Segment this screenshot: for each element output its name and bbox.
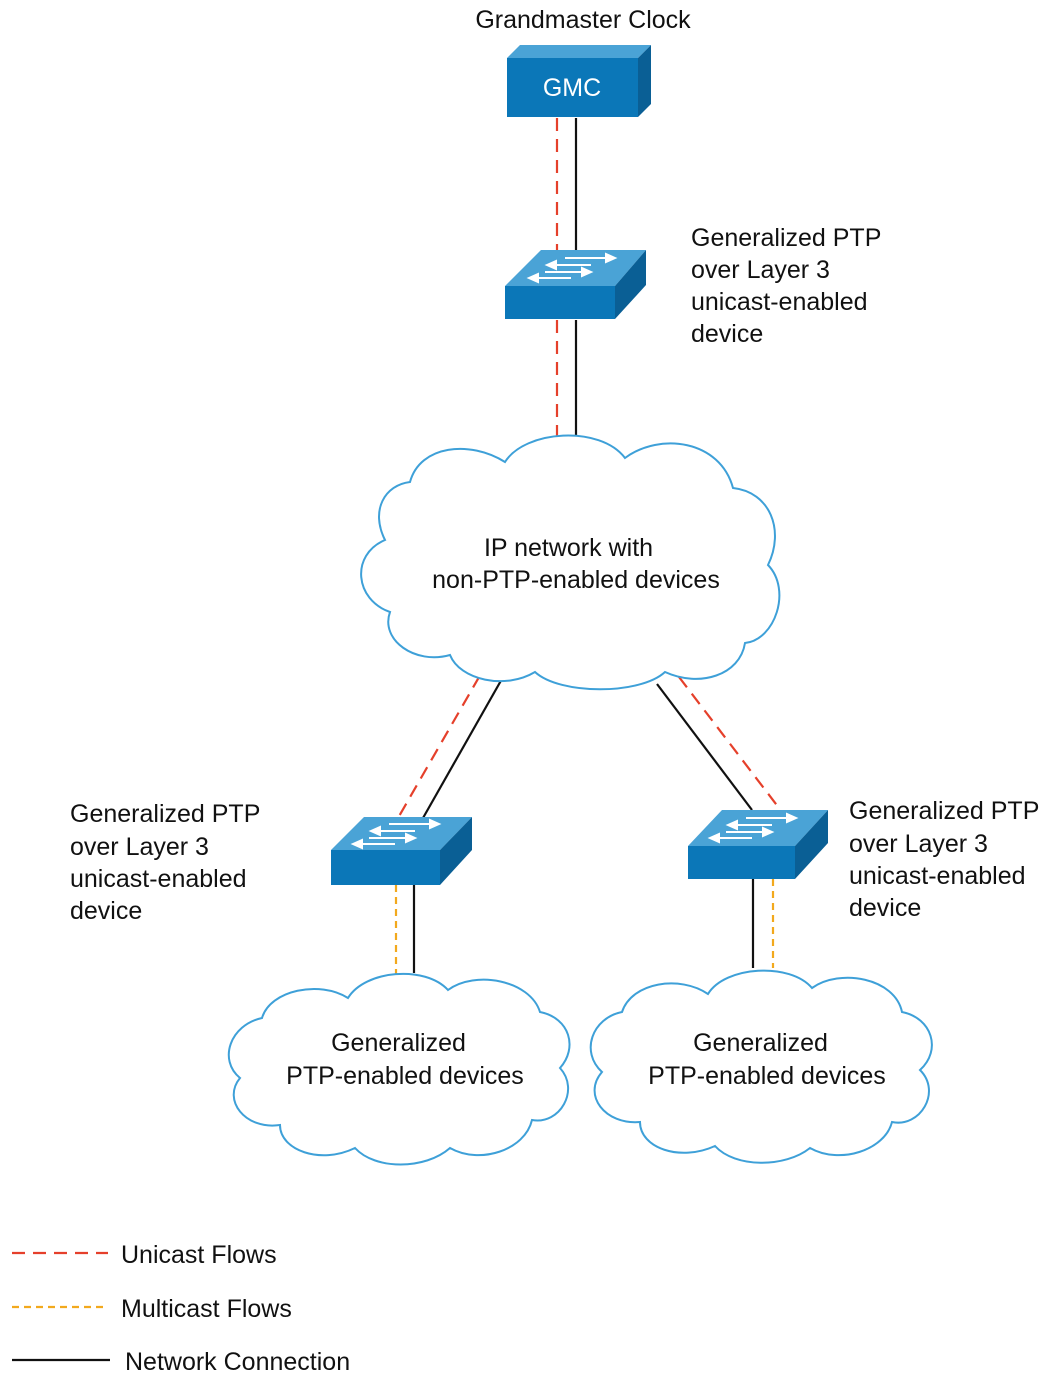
cloud-left-label: Generalized PTP-enabled devices	[286, 1029, 524, 1090]
cloud-ip-label: IP network with non-PTP-enabled devices	[432, 534, 720, 594]
switch-left-label: Generalized PTP over Layer 3 unicast-ena…	[70, 800, 267, 925]
gmc-device: GMC	[507, 45, 651, 117]
switch-right-label: Generalized PTP over Layer 3 unicast-ena…	[849, 797, 1046, 922]
legend-unicast-label: Unicast Flows	[121, 1241, 277, 1269]
switch-top-label: Generalized PTP over Layer 3 unicast-ena…	[691, 224, 888, 348]
legend-multicast-label: Multicast Flows	[121, 1295, 292, 1323]
switch-icon-top	[505, 250, 646, 319]
legend: Unicast Flows Multicast Flows Network Co…	[12, 1241, 350, 1374]
gmc-label: GMC	[543, 74, 601, 102]
switch-icon-right	[688, 810, 828, 879]
cloud-ip-network	[360, 434, 781, 691]
cloud-right-devices	[589, 969, 933, 1164]
legend-network-label: Network Connection	[125, 1348, 350, 1374]
unicast-line-cloud-left	[397, 657, 491, 819]
grandmaster-clock-title: Grandmaster Clock	[475, 6, 691, 34]
cloud-right-label: Generalized PTP-enabled devices	[648, 1029, 886, 1090]
network-line-cloud-right	[656, 683, 753, 811]
network-line-cloud-left	[422, 669, 508, 819]
switch-icon-left	[331, 817, 472, 885]
unicast-line-cloud-right	[678, 676, 780, 809]
cloud-left-devices	[228, 972, 571, 1166]
